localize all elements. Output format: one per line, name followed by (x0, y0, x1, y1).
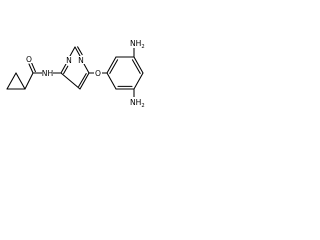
carbonyl-double-bond (31, 62, 36, 73)
amide-nh-text: NH (42, 69, 53, 78)
atom-labels: O NH N N O NH2 NH2 (25, 38, 145, 109)
pyrimidine-bond (60, 72, 81, 90)
cyclopropyl-bond (15, 72, 26, 90)
benzene-double-bond (131, 59, 141, 74)
pyrimidine-n3-label: N (77, 56, 85, 65)
amino-4-nh: NH (130, 39, 141, 48)
amino-4-text: NH2 (130, 39, 145, 50)
amino-3-subscript: 2 (141, 103, 144, 109)
pyrimidine-bond (69, 46, 76, 57)
pyrimidine-n1-label: N (65, 56, 73, 65)
carbonyl-oxygen-text: O (26, 55, 32, 64)
amino-3-text: NH2 (130, 98, 145, 109)
pyrimidine-double-bond (78, 73, 87, 88)
pyrimidine-bond (79, 72, 90, 90)
bonds (6, 46, 144, 100)
pyrimidine-bond (74, 46, 81, 57)
pyrimidine-double-bond (63, 65, 69, 75)
amino-4-subscript: 2 (141, 44, 144, 50)
benzene-bond (106, 56, 117, 74)
benzene-double-bond (109, 59, 119, 74)
cyclopropyl-bond (6, 72, 17, 90)
amide-nh-label: NH (42, 69, 53, 78)
benzene-bond (133, 72, 144, 90)
amino-3-nh: NH (130, 98, 141, 107)
benzene-bond (133, 56, 144, 74)
pyrimidine-double-bond (77, 46, 83, 56)
ether-oxygen-label: O (94, 69, 102, 78)
c-c-bond (24, 72, 34, 90)
amino-4-label: NH2 (129, 38, 145, 50)
carbonyl-double-bond (28, 63, 34, 74)
benzene-bond (106, 72, 117, 90)
pyrimidine-bond (83, 63, 90, 74)
amino-3-label: NH2 (129, 97, 145, 109)
chemical-structure-diagram: O NH N N O NH2 NH2 (6, 38, 145, 109)
pyrimidine-n3-text: N (78, 56, 84, 65)
pyrimidine-n1-text: N (66, 56, 72, 65)
pyrimidine-bond (60, 63, 67, 74)
carbonyl-oxygen-label: O (25, 55, 33, 64)
ether-oxygen-text: O (95, 69, 101, 78)
